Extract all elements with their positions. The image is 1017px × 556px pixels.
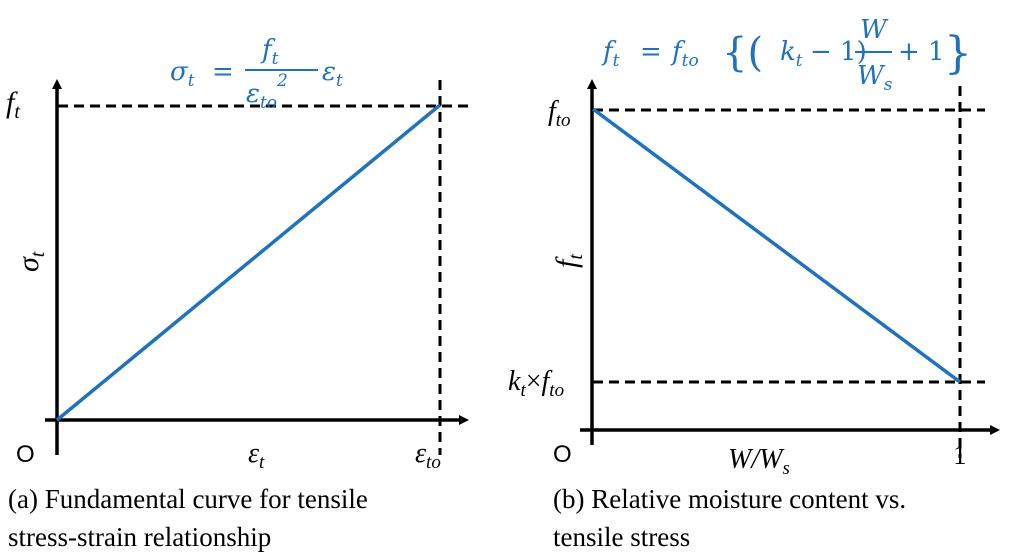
svg-text:W: W [860,15,889,45]
left-caption-line2: stress-strain relationship [8,522,271,552]
svg-text:=: = [212,57,234,87]
svg-text:Ws: Ws [857,61,893,95]
svg-text:εto2: εto2 [246,71,288,113]
left-y-label: σt [12,251,49,272]
svg-text:{(: {( [722,30,763,76]
left-caption-line1: (a) Fundamental curve for tensile [8,484,368,514]
right-y-label: ft [550,254,587,268]
left-x-label: εt [248,438,265,473]
right-caption-line2: tensile stress [553,522,690,552]
left-x-tick-eto: εto [415,438,441,473]
svg-text:+ 1: + 1 [898,37,945,67]
svg-text:fto: fto [670,37,699,71]
svg-text:kt: kt [780,37,803,71]
svg-text:ft: ft [601,37,620,71]
right-y-tick-kt-fto: kt×fto [508,366,564,401]
svg-text:σt: σt [170,57,195,91]
left-y-tick-ft: ft [6,86,20,123]
left-panel: σt = ft εto2 εt ft σt O εt εto (a) Funda… [6,35,470,552]
right-origin: O [553,441,572,468]
right-caption-line1: (b) Relative moisture content vs. [553,484,906,514]
right-x-label: W/Ws [728,444,790,479]
right-panel: ft = fto {( kt − 1) W Ws + 1 } fto ft kt… [508,15,1000,552]
left-origin: O [16,441,35,468]
right-formula: ft = fto {( kt − 1) W Ws + 1 } [601,15,972,95]
left-stress-strain-line [55,103,442,422]
left-formula: σt = ft εto2 εt [170,35,343,113]
right-y-tick-fto: fto [548,96,571,131]
svg-text:εt: εt [322,57,343,91]
svg-text:}: } [944,28,972,79]
svg-text:=: = [640,37,662,67]
svg-text:ft: ft [260,35,279,69]
right-x-tick-1: 1 [953,440,967,470]
right-moisture-line [591,107,962,384]
